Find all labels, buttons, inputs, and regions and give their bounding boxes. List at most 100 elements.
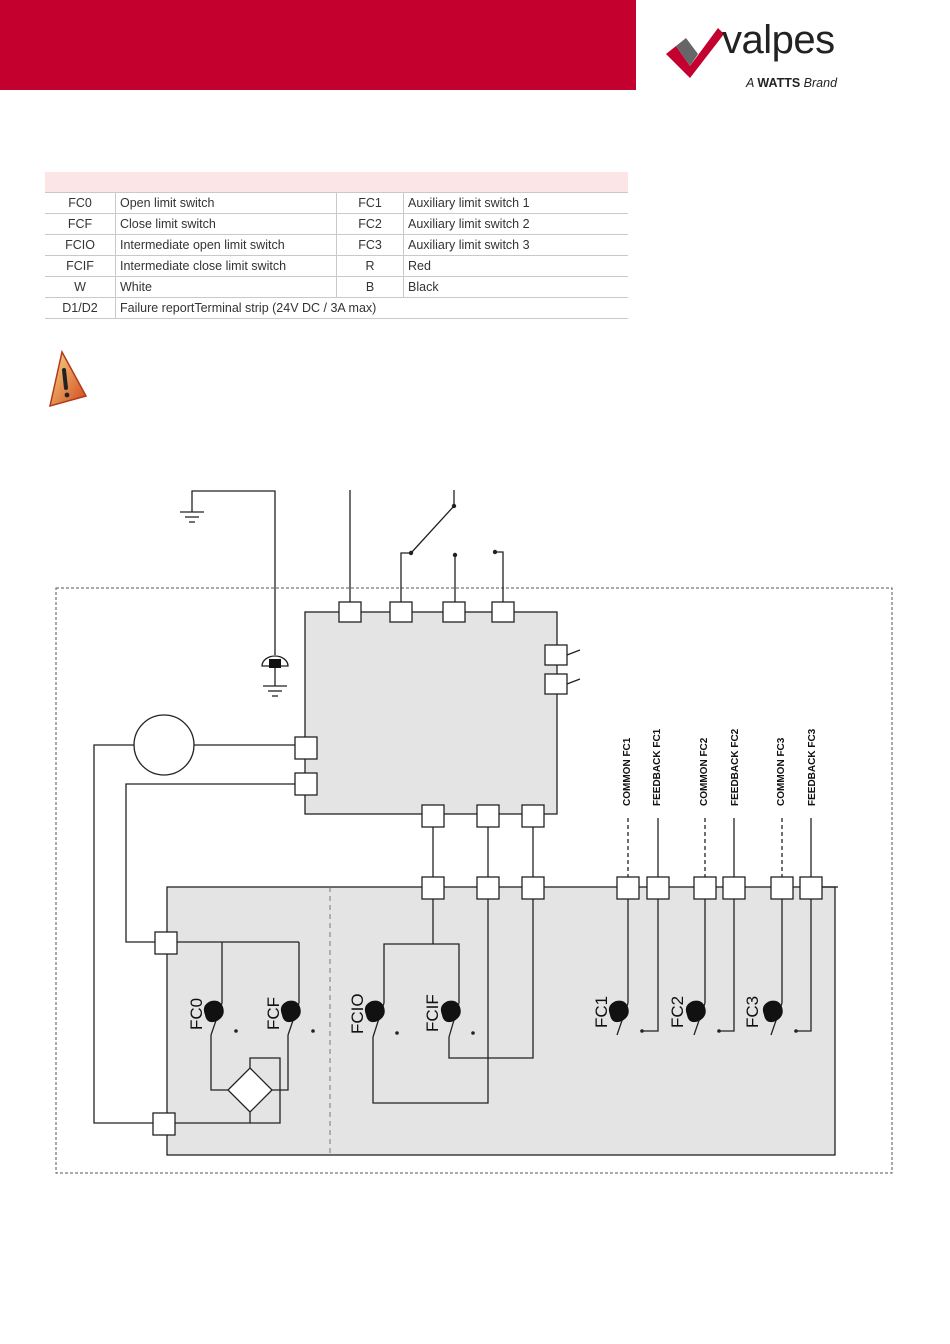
ground-wire [191,490,276,655]
legend-code: W [45,276,116,298]
control-wire [272,1035,289,1091]
cam-icon [685,1000,706,1023]
terminal-feedback-fc3 [799,876,823,900]
terminal [521,876,545,900]
switch-contact [451,503,457,509]
legend-desc: Close limit switch [115,213,337,235]
legend-code: FCIO [45,234,116,256]
terminal [152,1112,176,1136]
cam-icon [440,1000,461,1023]
terminal [421,876,445,900]
aux-label: FEEDBACK FC2 [730,728,741,806]
control-wire [372,899,489,1104]
brand-name: valpes [722,18,835,62]
legend-desc: Auxiliary limit switch 3 [403,234,628,256]
switch-label: FC1 [592,996,611,1028]
switch-label: FC2 [668,996,687,1028]
tagline-suffix: Brand [803,76,838,90]
tagline-brand: WATTS [757,76,801,90]
legend-desc: Red [403,255,628,277]
legend-row: FCIO Intermediate open limit switch FC3 … [45,234,628,256]
motor-icon [133,714,195,776]
cam-icon [608,1000,629,1023]
legend-code: FC3 [336,234,404,256]
legend-header-row [45,172,628,193]
legend-code: FC1 [336,192,404,214]
control-wire [495,551,504,602]
terminal [294,772,318,796]
switch-contact [471,1031,475,1035]
control-wire [210,1035,228,1091]
control-wire [383,899,434,1003]
terminal-d2 [544,673,568,695]
earth-connector-icon [261,655,289,697]
control-wire [249,1057,281,1090]
legend-row: D1/D2 Failure reportTerminal strip (24V … [45,297,628,319]
legend-desc: Intermediate close limit switch [115,255,337,277]
cam-icon [762,1000,783,1023]
legend-row: FCIF Intermediate close limit switch R R… [45,255,628,277]
control-wire [796,899,812,1032]
aux-label: FEEDBACK FC3 [807,728,818,806]
terminal [521,804,545,828]
control-wire [642,899,659,1032]
aux-label: COMMON FC2 [699,737,710,806]
terminal [154,931,178,955]
enclosure-boundary [55,587,893,1174]
failure-report-wire [566,678,581,685]
failure-report-wire [566,649,581,656]
terminal-common-fc2 [693,876,717,900]
selector-switch-blade [410,505,455,554]
terminal [389,601,413,623]
tagline-prefix: A [746,76,754,90]
legend-row: FC0 Open limit switch FC1 Auxiliary limi… [45,192,628,214]
cam-icon [280,1000,301,1023]
switch-label: FC3 [743,996,762,1028]
control-wire [719,899,735,1032]
motor-wire [93,744,153,1124]
terminal-common-fc3 [770,876,794,900]
control-wire [433,943,460,1003]
legend-code: R [336,255,404,277]
switch-label: FCIF [423,994,442,1032]
brand-logo: valpes A WATTS Brand [662,14,862,94]
legend-code: D1/D2 [45,297,116,319]
cam-icon [364,1000,385,1023]
terminal-common-fc1 [616,876,640,900]
switch-label: FC0 [187,998,206,1030]
legend-desc: Auxiliary limit switch 1 [403,192,628,214]
switch-label: FCF [264,997,283,1030]
header-band [0,0,636,90]
switch-contact [234,1029,238,1033]
legend-code: FC2 [336,213,404,235]
switch-contact [395,1031,399,1035]
legend-desc: Black [403,276,628,298]
legend-code: FCIF [45,255,116,277]
terminal [476,876,500,900]
wiring-diagram: COMMON FC1 FEEDBACK FC1 COMMON FC2 FEEDB… [55,490,893,1174]
ground-symbol-icon [180,511,204,523]
legend-code: FC0 [45,192,116,214]
legend-code: B [336,276,404,298]
legend-code: FCF [45,213,116,235]
terminal [491,601,515,623]
limit-switch-module [166,886,836,1156]
warning-triangle-icon [48,349,88,408]
terminal [294,736,318,760]
terminal-feedback-fc1 [646,876,670,900]
legend-desc: Intermediate open limit switch [115,234,337,256]
brand-tagline: A WATTS Brand [746,76,837,90]
legend-row: FCF Close limit switch FC2 Auxiliary lim… [45,213,628,235]
control-wire [125,783,295,943]
legend-desc: White [115,276,337,298]
control-wire [400,552,411,602]
legend-desc: Auxiliary limit switch 2 [403,213,628,235]
aux-label: COMMON FC3 [776,737,787,806]
legend-desc: Failure reportTerminal strip (24V DC / 3… [115,297,628,319]
terminal-d1 [544,644,568,666]
control-board [304,611,558,815]
aux-label: COMMON FC1 [622,737,633,806]
valpes-mark-icon [666,28,724,78]
cam-icon [203,1000,224,1023]
terminal [442,601,466,623]
